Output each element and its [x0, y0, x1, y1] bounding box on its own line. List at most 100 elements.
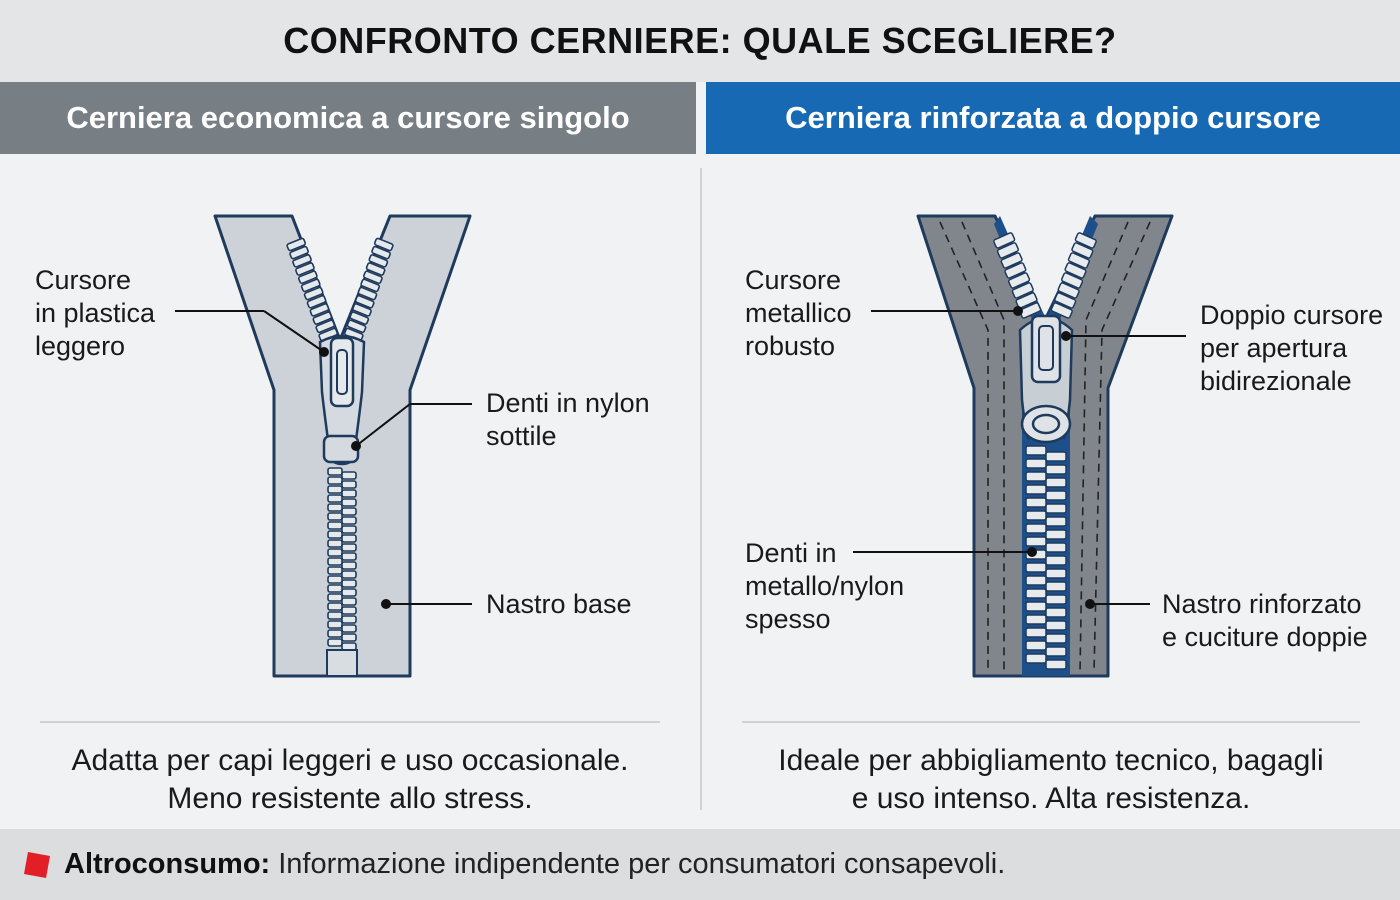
left-divider [40, 721, 660, 723]
zipper-tooth [341, 561, 357, 570]
zipper-tooth [1045, 659, 1067, 670]
zipper-tooth [360, 278, 381, 293]
right-header: Cerniera rinforzata a doppio cursore [706, 82, 1400, 154]
right-divider [742, 721, 1360, 723]
zipper-tooth [1025, 640, 1047, 651]
zipper-tooth [1025, 445, 1047, 456]
footer-brand: Altroconsumo: [64, 848, 271, 880]
zipper-tooth [341, 606, 357, 615]
zipper-tooth [327, 602, 343, 611]
zipper-tooth [341, 552, 357, 561]
left-header: Cerniera economica a cursore singolo [0, 82, 696, 154]
zipper-tooth [341, 471, 357, 480]
zipper-tooth [1074, 232, 1097, 249]
zipper-tooth [1045, 620, 1067, 631]
title-bar: CONFRONTO CERNIERE: QUALE SCEGLIERE? [0, 0, 1400, 82]
zipper-tooth [1071, 242, 1094, 259]
zipper-tooth [306, 294, 327, 309]
right-description: Ideale per abbigliamento tecnico, bagagl… [778, 744, 1324, 815]
zipper-tooth [1011, 282, 1034, 299]
altroconsumo-logo-icon [24, 851, 50, 878]
zipper-tooth [289, 245, 309, 260]
left-description: Adatta per capi leggeri e uso occasional… [71, 744, 629, 815]
zipper-tooth [1004, 262, 1027, 279]
zipper-tooth [327, 530, 343, 539]
right-double-slider-label: Doppio cursore per apertura bidirezional… [1200, 300, 1384, 396]
zipper-tooth [349, 311, 370, 325]
zipper-tooth [1000, 252, 1023, 269]
zipper-tooth [1054, 292, 1077, 309]
zipper-tooth [327, 494, 343, 503]
zipper-tooth [341, 489, 357, 498]
footer: Altroconsumo: Informazione indipendente … [0, 829, 1400, 900]
zipper-tooth [1045, 568, 1067, 579]
zipper-tooth [1061, 272, 1084, 289]
zipper-tooth [1045, 464, 1067, 475]
zipper-tooth [1025, 484, 1047, 495]
zipper-tooth [300, 278, 321, 293]
zipper-tooth [341, 597, 357, 606]
zipper-tooth [996, 242, 1019, 259]
zipper-tooth [1045, 542, 1067, 553]
zipper-tooth [1045, 581, 1067, 592]
zipper-tooth [341, 579, 357, 588]
zipper-tooth [297, 270, 318, 285]
zipper-tooth [327, 476, 343, 485]
zipper-tooth [341, 525, 357, 534]
right-tape-label: Nastro rinforzato e cuciture doppie [1162, 589, 1368, 652]
zipper-tooth [993, 232, 1016, 249]
zipper-tooth [357, 286, 378, 301]
zipper-tooth [1045, 633, 1067, 644]
zipper-tooth [327, 548, 343, 557]
zipper-tooth [327, 611, 343, 620]
left-slider-label: Cursore in plastica leggero [35, 265, 156, 361]
zipper-tooth [1045, 503, 1067, 514]
zipper-tooth [1045, 477, 1067, 488]
zipper-tooth [295, 262, 315, 276]
zipper-tooth [1045, 607, 1067, 618]
zipper-tooth [1025, 575, 1047, 586]
zipper-tooth [1057, 282, 1080, 299]
zipper-tooth [341, 642, 357, 651]
zipper-tooth [1045, 516, 1067, 527]
footer-tagline: Informazione indipendente per consumator… [278, 848, 1006, 880]
zipper-tooth [363, 270, 383, 285]
zipper-tooth [327, 467, 343, 476]
zipper-tooth [352, 303, 372, 317]
zipper-tooth [354, 294, 375, 309]
zipper-tooth [341, 543, 357, 552]
zipper-tooth [341, 588, 357, 597]
right-teeth-label: Denti in metallo/nylon spesso [745, 538, 905, 634]
economy-zipper-illustration [175, 214, 472, 678]
zipper-tooth [341, 615, 357, 624]
page-title: CONFRONTO CERNIERE: QUALE SCEGLIERE? [283, 20, 1117, 61]
zipper-tooth [1025, 523, 1047, 534]
zipper-tooth [1045, 594, 1067, 605]
zipper-tooth [303, 286, 324, 301]
zipper-tooth [1015, 292, 1038, 309]
zipper-tooth [371, 245, 391, 260]
zipper-tooth [365, 262, 386, 276]
zipper-tooth [327, 512, 343, 521]
right-slider-label: Cursore metallico robusto [745, 265, 852, 361]
zipper-tooth [1067, 252, 1091, 269]
zipper-tooth [341, 507, 357, 516]
zipper-tooth [327, 485, 343, 494]
zipper-tooth [341, 480, 357, 489]
zipper-tooth [1025, 653, 1047, 664]
zipper-tooth [327, 638, 343, 647]
zipper-tooth [1050, 302, 1073, 319]
zipper-tooth [1045, 451, 1067, 462]
zipper-tooth [1025, 601, 1047, 612]
zipper-tooth [1025, 562, 1047, 573]
column-divider [700, 168, 702, 810]
zipper-tooth [1045, 490, 1067, 501]
zipper-tooth [327, 566, 343, 575]
zipper-tooth [341, 498, 357, 507]
zipper-tooth [1045, 529, 1067, 540]
zipper-tooth [286, 237, 307, 252]
zipper-tooth [1025, 588, 1047, 599]
zipper-tooth [1025, 471, 1047, 482]
zipper-tooth [341, 516, 357, 525]
zipper-tooth [309, 303, 330, 317]
